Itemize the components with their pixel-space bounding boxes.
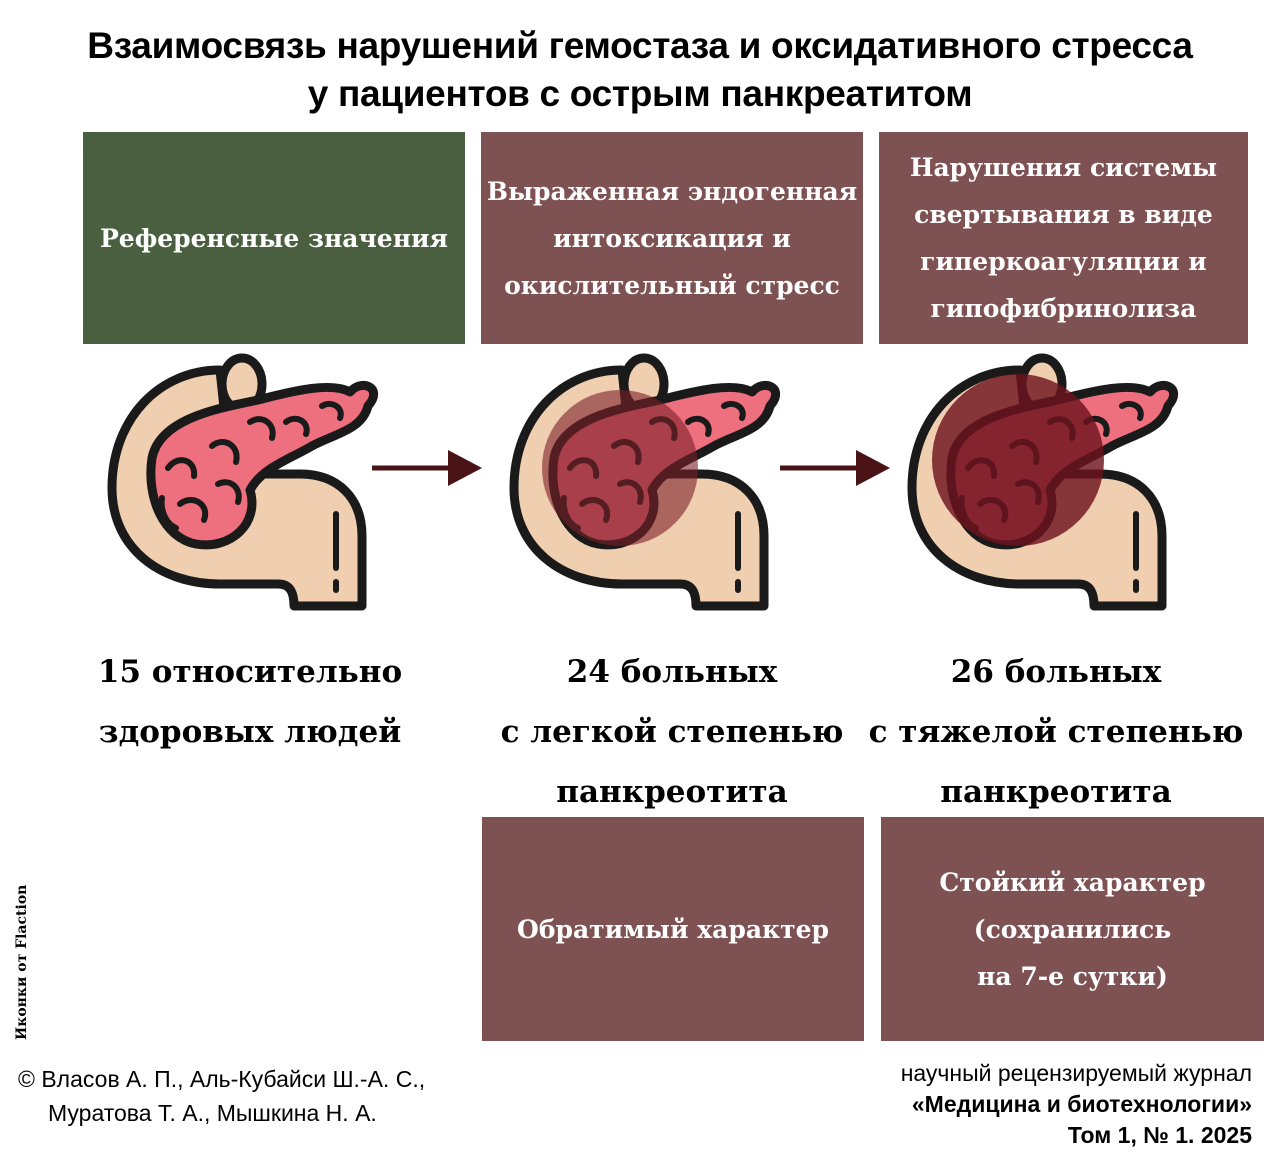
box-text-line: Обратимый характер <box>517 914 829 944</box>
count-line: панкреотита <box>556 774 788 810</box>
reference-values-box: Референсные значения <box>83 132 465 344</box>
box-text-line: интоксикация и <box>553 223 791 253</box>
lesion-severe <box>932 374 1104 546</box>
count-line: с легкой степенью <box>500 714 844 750</box>
count-line: с тяжелой степенью <box>868 714 1244 750</box>
title-line-2: у пациентов с острым панкреатитом <box>307 73 973 114</box>
healthy-group-label: 15 относительно здоровых людей <box>60 642 440 762</box>
box-text-line: Стойкий характер <box>939 867 1206 897</box>
lesion-mild <box>542 390 698 546</box>
journal-line-2: «Медицина и биотехнологии» <box>911 1091 1252 1117</box>
intoxication-box: Выраженная эндогенная интоксикация и оки… <box>481 132 863 344</box>
count-line: 15 относительно <box>97 654 403 690</box>
arrow-right-icon <box>372 450 482 486</box>
box-text-line: окислительный стресс <box>504 270 840 300</box>
pancreas-icon <box>509 353 781 611</box>
icon-credit: Иконки от Flaction <box>14 884 30 1040</box>
count-line: 24 больных <box>566 654 778 690</box>
box-text-line: Нарушения системы <box>909 153 1218 182</box>
journal-info: научный рецензируемый журнал «Медицина и… <box>901 1058 1252 1151</box>
box-text-line: свертывания в виде <box>914 200 1213 229</box>
page-title: Взаимосвязь нарушений гемостаза и оксида… <box>0 22 1280 118</box>
authors-line-2: Муратова Т. А., Мышкина Н. А. <box>48 1100 377 1126</box>
arrow-right-icon <box>780 450 890 486</box>
count-line: панкреотита <box>940 774 1172 810</box>
reversible-box: Обратимый характер <box>482 817 864 1041</box>
pancreas-icon <box>107 353 379 611</box>
box-text-line: Выраженная эндогенная <box>486 176 858 206</box>
severe-group-label: 26 больных с тяжелой степенью панкреотит… <box>866 642 1246 822</box>
coagulation-box: Нарушения системы свертывания в виде гип… <box>879 132 1248 344</box>
box-text-line: гипофибринолиза <box>930 294 1197 323</box>
box-text-line: гиперкоагуляции и <box>920 247 1207 276</box>
mild-group-label: 24 больных с легкой степенью панкреотита <box>482 642 862 822</box>
count-line: здоровых людей <box>98 714 402 750</box>
box-text-line: на 7-е сутки) <box>977 961 1168 991</box>
authors-line-1: © Власов А. П., Аль-Кубайси Ш.-А. С., <box>18 1066 426 1092</box>
persistent-box: Стойкий характер (сохранились на 7-е сут… <box>881 817 1264 1041</box>
journal-line-3: Том 1, № 1. 2025 <box>1067 1122 1252 1148</box>
count-line: 26 больных <box>950 654 1162 690</box>
journal-line-1: научный рецензируемый журнал <box>900 1060 1252 1086</box>
authors: © Власов А. П., Аль-Кубайси Ш.-А. С., Му… <box>18 1062 425 1130</box>
box-text-line: (сохранились <box>973 914 1172 944</box>
pancreas-icon <box>907 353 1179 611</box>
box-text-line: Референсные значения <box>100 223 448 253</box>
title-line-1: Взаимосвязь нарушений гемостаза и оксида… <box>87 25 1193 66</box>
